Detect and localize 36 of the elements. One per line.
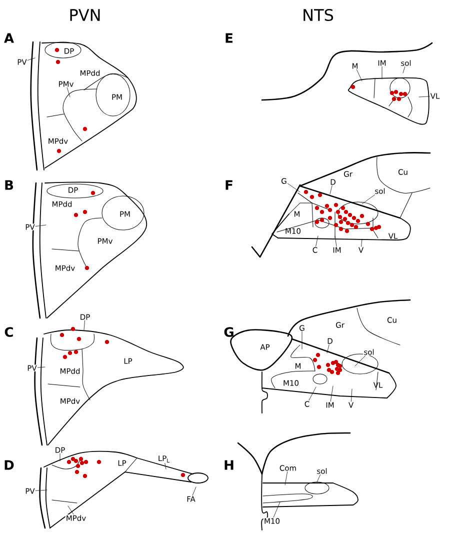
leader-line [354, 356, 366, 366]
leader-line [402, 66, 406, 74]
panel-letter: C [4, 327, 13, 337]
panel-letter: B [5, 180, 14, 190]
leader-line [316, 474, 321, 482]
leader-line [288, 183, 300, 192]
leader-line [37, 366, 46, 368]
panel-letter: H [224, 460, 234, 470]
panel-letter: F [226, 180, 232, 190]
leader-line [316, 236, 318, 247]
leader-line [35, 490, 48, 491]
leader-line [68, 506, 74, 514]
leader-line [361, 238, 362, 247]
panel-letter: A [4, 33, 14, 43]
leader-line [27, 58, 36, 60]
leader-line [192, 486, 196, 496]
leader-line [326, 344, 330, 354]
leader-line [362, 194, 376, 204]
column-title: PVN [70, 9, 100, 21]
leader-line [35, 224, 46, 226]
leader-line [284, 471, 288, 486]
leader-line [330, 386, 334, 402]
leader-line [66, 87, 70, 98]
leader-line [356, 69, 362, 82]
leader-line [351, 388, 352, 402]
leader-line [308, 386, 316, 401]
leader-line [330, 185, 332, 194]
leader-line [84, 320, 85, 330]
panel-letter: D [4, 460, 14, 470]
leader-line [164, 463, 166, 470]
panel-letter: E [226, 33, 232, 43]
column-title: NTS [304, 8, 334, 22]
leader-line [334, 236, 337, 247]
leader-line [273, 502, 280, 518]
panel-letter: G [224, 327, 234, 337]
leader-line [418, 96, 430, 98]
